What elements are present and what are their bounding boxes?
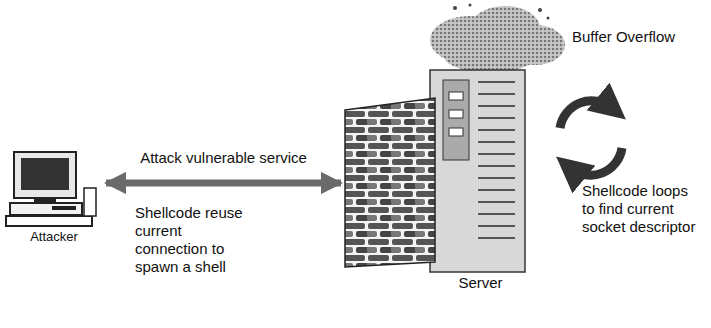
overflow-label: Buffer Overflow — [572, 28, 707, 46]
attack-connector — [106, 180, 341, 187]
computer-icon — [4, 148, 104, 228]
server-icon — [343, 62, 533, 274]
loop-arrows — [560, 101, 622, 176]
server-firewall: Server — [343, 62, 533, 292]
loop-note: Shellcode loops to find current socket d… — [582, 182, 704, 236]
node-label: Server — [428, 274, 533, 292]
overflow-cloud — [430, 4, 565, 73]
node-label: Attacker — [4, 228, 104, 246]
attacker-computer: Attacker — [4, 148, 104, 246]
edge-label: Attack vulnerable service — [138, 149, 309, 167]
reuse-note: Shellcode reuse current connection to sp… — [135, 204, 253, 276]
